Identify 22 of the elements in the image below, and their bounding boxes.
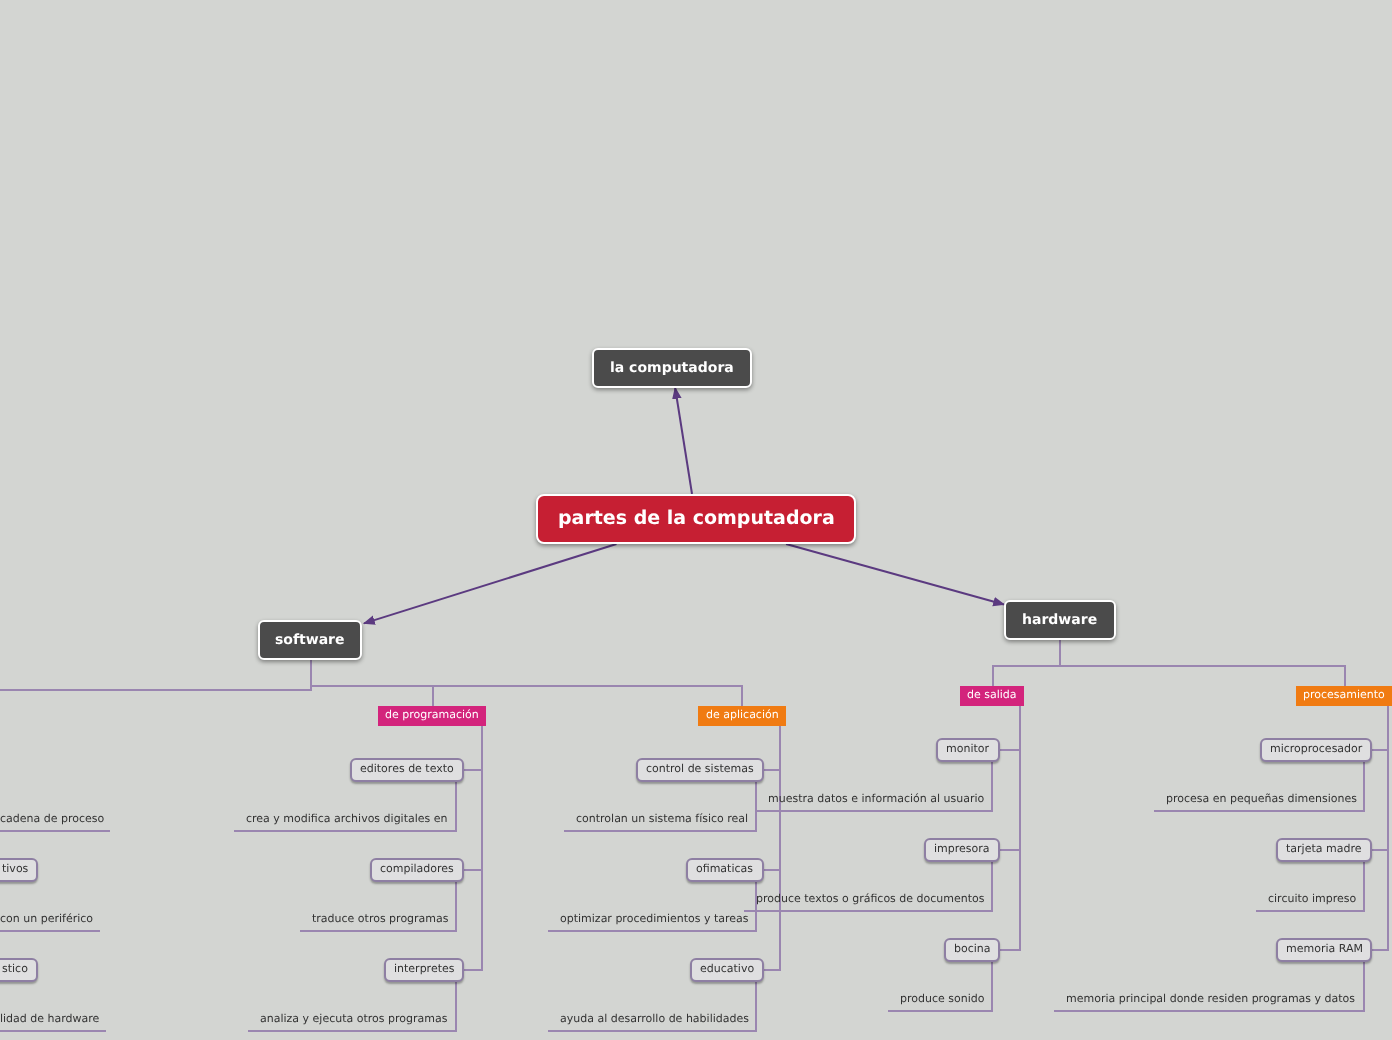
connector-line [1363,961,1365,1013]
arrow [785,543,1006,607]
connector-line [755,981,757,1033]
connector-line [991,861,993,913]
connector-line [463,725,483,971]
central-topic-box: partes de la computadora [536,494,857,544]
connector-line [1363,761,1365,813]
connector-line [455,981,457,1033]
connector-line [455,881,457,933]
arrow [362,543,618,625]
connector-line [0,659,312,691]
connector-line [1371,705,1389,951]
connector-line [1363,861,1365,913]
connector-line [763,725,781,971]
connector-line [991,961,993,1013]
connector-line [991,761,993,813]
connector-line [755,881,757,933]
connector-line [999,705,1021,951]
arrow [672,386,694,495]
connector-line [455,781,457,833]
connector-line [1059,639,1346,687]
connector-line [755,781,757,833]
